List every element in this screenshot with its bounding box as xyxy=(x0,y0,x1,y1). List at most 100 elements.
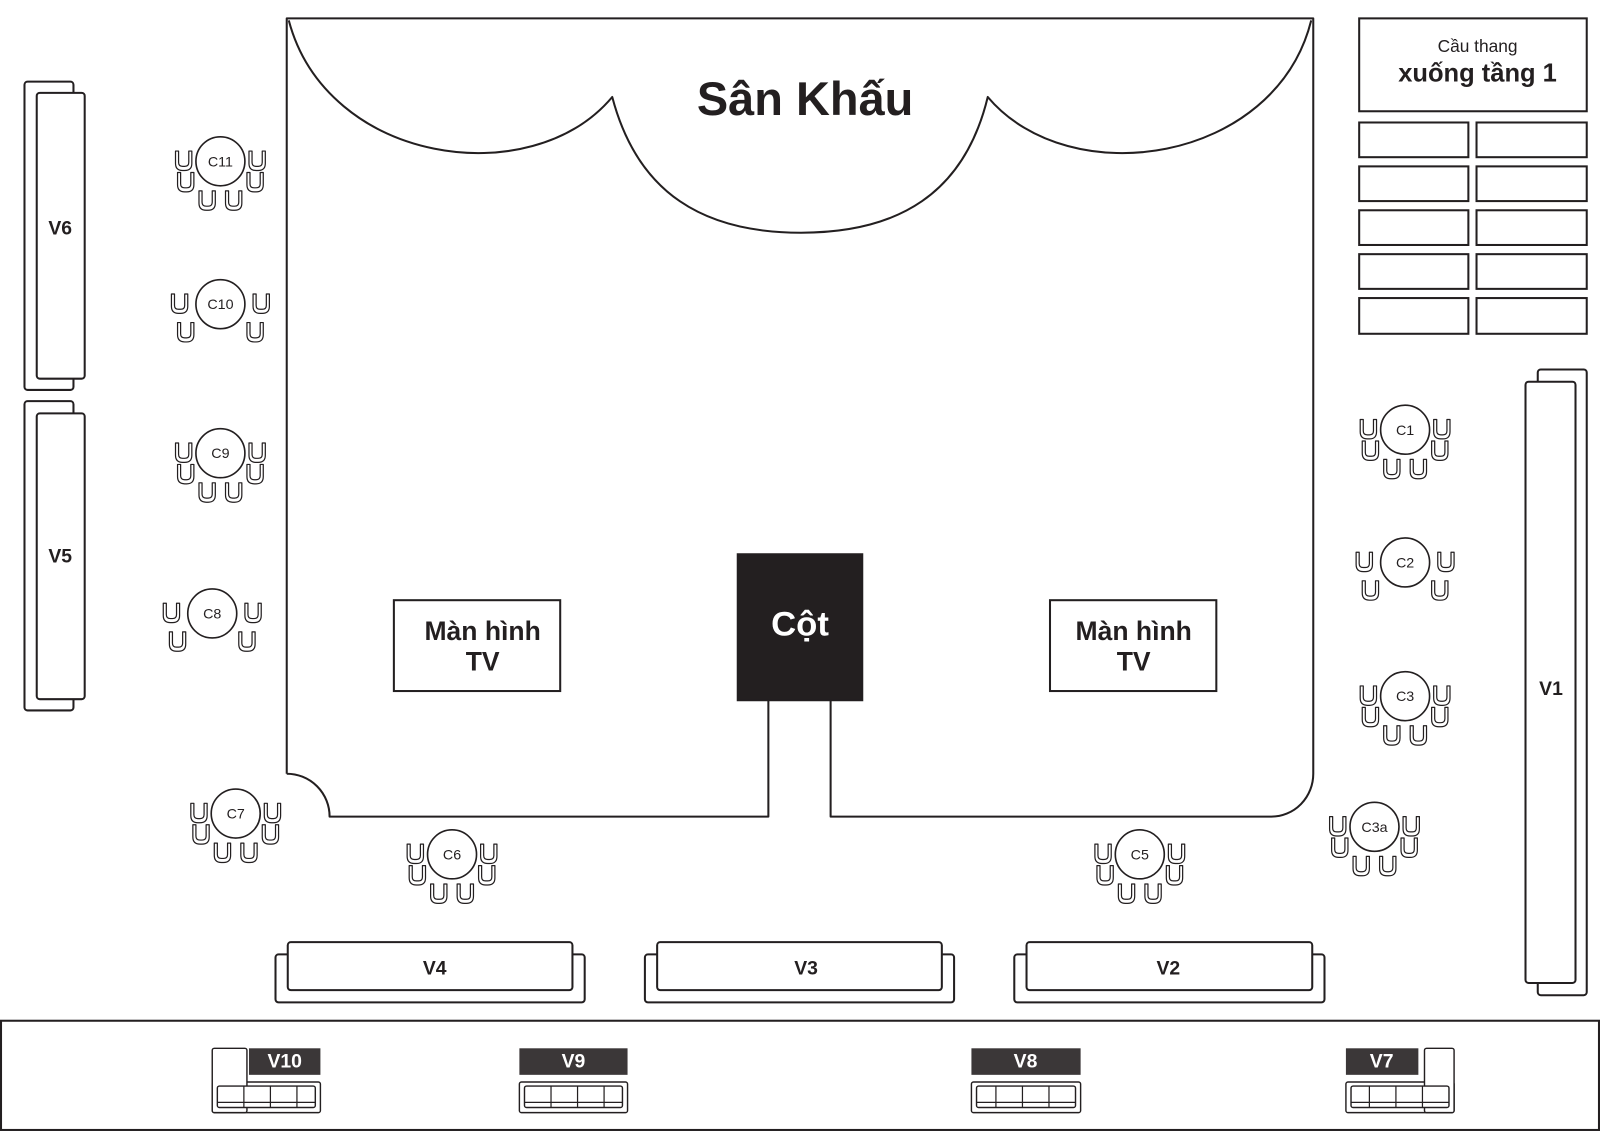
table-label: C7 xyxy=(227,807,245,823)
stair-step xyxy=(1358,209,1470,246)
chair-icon xyxy=(1433,685,1451,706)
chair-icon xyxy=(1431,440,1449,461)
tv-screen-line1: Màn hình xyxy=(424,616,540,646)
sofa-seat xyxy=(35,91,86,380)
chair-icon xyxy=(456,883,475,904)
sofa-cushions xyxy=(975,1085,1077,1109)
chair-icon xyxy=(1433,418,1451,440)
sofa-seat xyxy=(1524,380,1577,984)
chair-icon xyxy=(1352,855,1370,877)
table-top xyxy=(1349,801,1400,853)
sofa-label-box xyxy=(1345,1048,1419,1075)
tv-screen-line2: TV xyxy=(466,646,500,676)
chair-icon xyxy=(240,842,258,864)
sofa-label-box xyxy=(519,1048,628,1075)
sofa-label: V7 xyxy=(1370,1051,1394,1073)
chair-icon xyxy=(1167,843,1186,865)
chair-icon xyxy=(174,442,193,464)
chair-icon xyxy=(1437,551,1455,573)
table-c10: C10 xyxy=(170,278,270,343)
table-top xyxy=(195,427,246,479)
sofa-label-box xyxy=(248,1048,321,1075)
sofa-cushions xyxy=(523,1085,624,1109)
stair-step xyxy=(1475,297,1588,335)
sofa-v1: V1 xyxy=(1524,368,1588,997)
chair-icon xyxy=(1165,864,1184,886)
chair-icon xyxy=(168,631,187,652)
chair-icon xyxy=(198,190,216,211)
chair-icon xyxy=(1117,883,1136,904)
chair-icon xyxy=(1402,815,1420,837)
sofa-label-box xyxy=(971,1048,1081,1075)
table-label: C1 xyxy=(1396,423,1414,439)
table-label: C11 xyxy=(208,154,233,170)
chair-icon xyxy=(246,171,264,193)
sofa-label: V2 xyxy=(1157,958,1181,980)
stair-step xyxy=(1475,165,1588,203)
lounge-area: V10 V9 V8 V7 xyxy=(0,1019,1600,1131)
tv-screen-right: Màn hình TV xyxy=(1048,599,1218,693)
sofa-cushions xyxy=(1350,1085,1450,1109)
stairs-line2: xuống tầng 1 xyxy=(1398,59,1557,87)
sofa-cushion-dividers xyxy=(217,1086,316,1108)
chair-icon xyxy=(176,321,195,343)
stair-steps xyxy=(1358,121,1588,335)
table-label: C2 xyxy=(1396,555,1414,571)
sofa-label: V9 xyxy=(562,1051,586,1073)
chair-icon xyxy=(244,602,262,624)
chair-icon xyxy=(1378,855,1397,877)
chair-icon xyxy=(1409,725,1428,746)
sofa-v6: V6 xyxy=(23,80,86,391)
chair-icon xyxy=(174,150,193,172)
chair-icon xyxy=(1383,458,1401,480)
chair-icon xyxy=(1331,837,1349,859)
table-c11: C11 xyxy=(174,135,266,211)
tv-screen-left: Màn hình TV xyxy=(392,599,562,693)
sofa-cushions xyxy=(216,1085,317,1109)
table-label: C9 xyxy=(211,446,229,462)
chair-icon xyxy=(1409,458,1428,480)
sofa-v4: V4 xyxy=(274,941,586,1004)
sofa-cushion-dividers xyxy=(1351,1086,1449,1108)
chair-icon xyxy=(224,482,243,503)
stairs-box xyxy=(1358,17,1588,113)
table-c2: C2 xyxy=(1355,537,1455,601)
chair-icon xyxy=(213,842,232,864)
tv-screen-box xyxy=(1048,599,1218,693)
table-top xyxy=(1114,829,1166,880)
stair-step xyxy=(1475,253,1588,290)
lounge-sofa-v7: V7 xyxy=(1345,1047,1455,1114)
chair-icon xyxy=(170,293,189,314)
chair-icon xyxy=(1144,883,1162,904)
table-label: C8 xyxy=(203,606,221,622)
chair-icon xyxy=(408,864,427,886)
chair-icon xyxy=(430,883,448,904)
chair-icon xyxy=(1361,440,1380,461)
stage-outline xyxy=(285,17,1315,818)
table-c5: C5 xyxy=(1094,829,1186,904)
chair-icon xyxy=(1431,706,1449,728)
chair-icon xyxy=(406,843,425,865)
table-top xyxy=(186,588,238,639)
chair-icon xyxy=(246,463,264,485)
chair-icon xyxy=(224,190,243,211)
sofa-v2: V2 xyxy=(1013,941,1326,1004)
chair-icon xyxy=(238,631,256,652)
tv-screen-box xyxy=(392,599,562,693)
chair-icon xyxy=(1359,685,1378,706)
stair-step xyxy=(1475,121,1588,159)
stage-label: Sân Khấu xyxy=(697,73,913,125)
sofa-seat xyxy=(656,941,943,992)
chair-icon xyxy=(246,321,264,343)
chair-icon xyxy=(248,442,266,464)
stair-step xyxy=(1358,253,1470,290)
table-label: C3a xyxy=(1361,820,1387,836)
lounge-sofa-v10: V10 xyxy=(211,1047,322,1114)
table-top xyxy=(210,788,262,839)
table-label: C5 xyxy=(1131,847,1149,863)
chair-icon xyxy=(190,802,208,824)
sofa-v3: V3 xyxy=(643,941,956,1004)
chair-icon xyxy=(176,171,195,193)
sofa-label: V8 xyxy=(1014,1051,1038,1073)
table-c8: C8 xyxy=(162,588,262,652)
